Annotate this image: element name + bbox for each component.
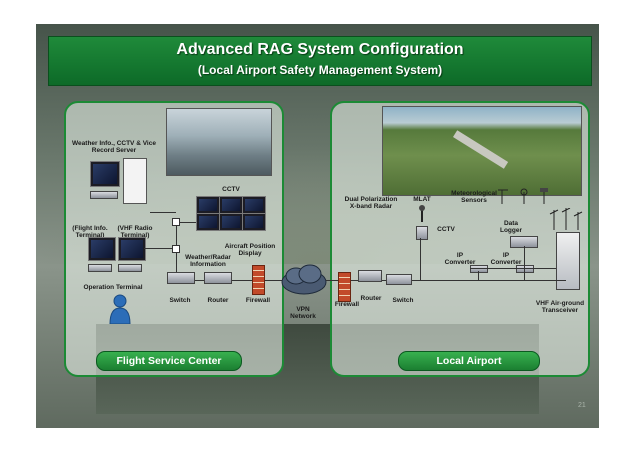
weather-sensor-icon xyxy=(498,188,548,204)
firewall-label: Firewall xyxy=(245,297,271,304)
cctv-label: CCTV xyxy=(437,226,455,233)
dual-polarization-radar-label: Dual Polarization X-band Radar xyxy=(344,196,398,210)
server-monitor xyxy=(90,161,120,187)
flight-info-terminal-label: (Flight Info. Terminal) xyxy=(72,225,108,239)
vhf-transceiver-rack-icon xyxy=(556,232,580,290)
aircraft-position-display-label: Aircraft Position Display xyxy=(224,243,276,257)
mlat-receiver-icon xyxy=(416,226,428,240)
vhf-radio-monitor xyxy=(118,237,146,261)
slide-subtitle: (Local Airport Safety Management System) xyxy=(197,63,443,77)
flight-service-center-label: Flight Service Center xyxy=(96,351,242,371)
cctv-screen-3 xyxy=(242,196,266,214)
server-tower-icon xyxy=(123,158,147,204)
connector-line xyxy=(150,212,176,213)
connector-line xyxy=(326,280,566,281)
page-number: 21 xyxy=(578,402,586,409)
flight-info-monitor xyxy=(88,237,116,261)
firewall-icon xyxy=(252,265,265,295)
keyboard-icon xyxy=(88,264,112,272)
cctv-screen-4 xyxy=(196,213,220,231)
meteorological-sensors-label: Meteorological Sensors xyxy=(451,190,497,204)
vpn-network-label: VPN Network xyxy=(290,306,316,320)
switch-icon xyxy=(386,274,412,285)
cctv-screen-1 xyxy=(196,196,220,214)
connector-line xyxy=(176,222,196,223)
vhf-transceiver-label: VHF Air-ground Transceiver xyxy=(535,300,585,314)
network-node xyxy=(172,245,180,253)
router-label: Router xyxy=(360,295,382,302)
local-airport-label: Local Airport xyxy=(398,351,540,371)
ip-converter-1-label: IP Converter xyxy=(444,252,476,266)
firewall-icon xyxy=(338,272,351,302)
connector-line xyxy=(144,248,176,249)
connector-line xyxy=(176,280,326,281)
airport-aerial-photo xyxy=(382,106,582,196)
weather-cctv-server-label: Weather Info., CCTV & Vice Record Server xyxy=(72,140,156,154)
connector-line xyxy=(470,268,556,269)
cctv-screen-6 xyxy=(242,213,266,231)
keyboard-icon xyxy=(118,264,142,272)
switch-label: Switch xyxy=(169,297,191,304)
slide-title: Advanced RAG System Configuration xyxy=(176,41,464,58)
ip-converter-icon xyxy=(516,265,534,273)
switch-icon xyxy=(167,272,195,284)
connector-line xyxy=(420,238,421,280)
ip-converter-icon xyxy=(470,265,488,273)
control-room-photo xyxy=(166,108,272,176)
mlat-antenna-icon xyxy=(419,205,425,222)
operation-terminal-label: Operation Terminal xyxy=(83,284,143,291)
data-logger-label: Data Logger xyxy=(499,220,523,234)
ip-converter-2-label: IP Converter xyxy=(490,252,522,266)
connector-line xyxy=(524,246,525,280)
router-icon xyxy=(358,270,382,282)
firewall-label: Firewall xyxy=(334,301,360,308)
keyboard-icon xyxy=(90,191,118,199)
vhf-antenna-icon xyxy=(549,208,583,230)
switch-label: Switch xyxy=(392,297,414,304)
mlat-label: MLAT xyxy=(413,196,431,203)
person-icon xyxy=(109,294,131,324)
vhf-radio-terminal-label: (VHF Radio Terminal) xyxy=(117,225,153,239)
weather-radar-info-label: Weather/Radar Information xyxy=(185,254,231,268)
router-icon xyxy=(204,272,232,284)
vpn-cloud-icon xyxy=(281,264,327,295)
router-label: Router xyxy=(207,297,229,304)
connector-line xyxy=(478,271,479,280)
network-node xyxy=(172,218,180,226)
cctv-label: CCTV xyxy=(222,186,240,193)
cctv-screen-2 xyxy=(219,196,243,214)
title-banner: Advanced RAG System Configuration (Local… xyxy=(48,36,592,86)
cctv-screen-5 xyxy=(219,213,243,231)
